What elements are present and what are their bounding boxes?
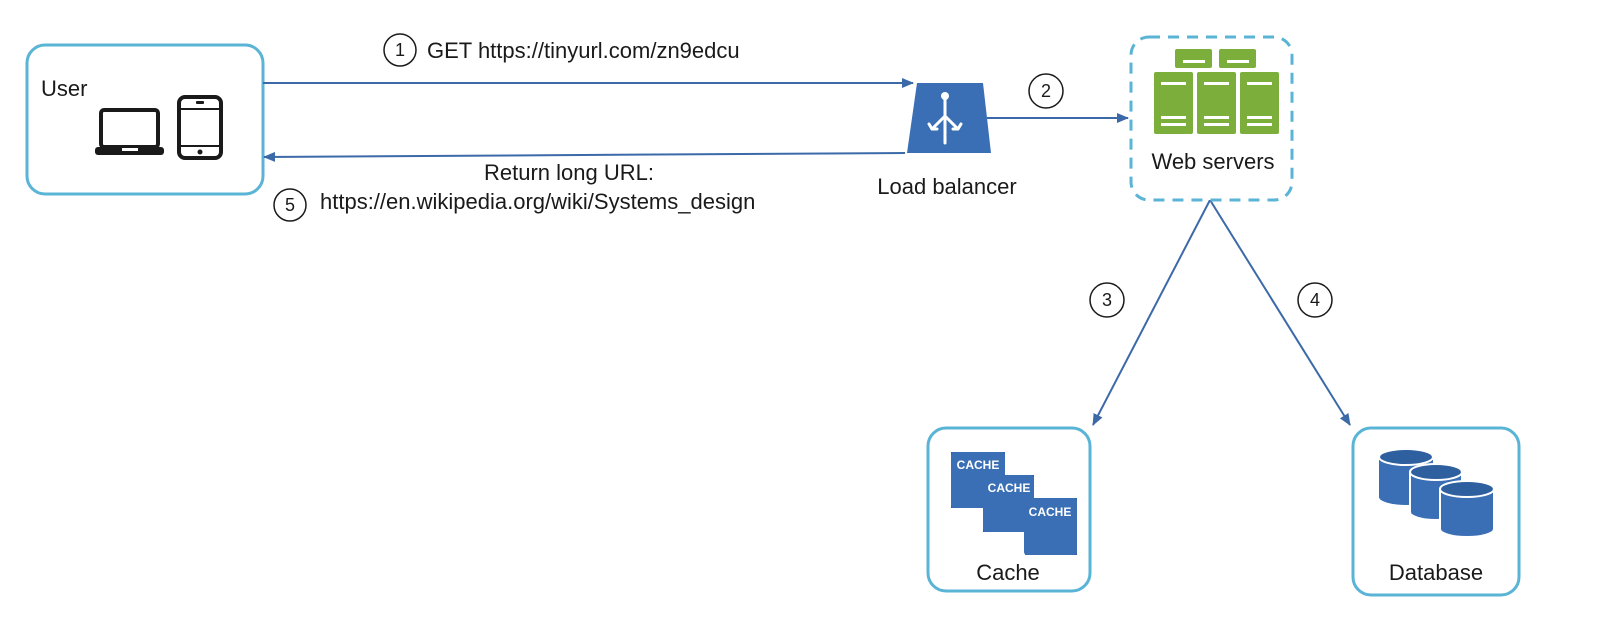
database-node: Database bbox=[1351, 426, 1521, 597]
load-balancer-label: Load balancer bbox=[877, 174, 1016, 199]
step-5-number: 5 bbox=[285, 195, 295, 215]
laptop-icon bbox=[95, 108, 164, 155]
step-4-number: 4 bbox=[1310, 290, 1320, 310]
database-icon bbox=[1378, 448, 1495, 538]
cache-label: Cache bbox=[976, 560, 1040, 585]
server-rack-icon bbox=[1154, 49, 1279, 134]
user-label: User bbox=[41, 76, 87, 101]
step-1-circle bbox=[383, 33, 417, 67]
step-4-circle bbox=[1297, 282, 1333, 318]
step-3-circle bbox=[1089, 282, 1125, 318]
web-servers-label: Web servers bbox=[1151, 149, 1274, 174]
arrow-web-to-database bbox=[1209, 199, 1351, 426]
step-3: 3 bbox=[1089, 282, 1125, 318]
step-2-number: 2 bbox=[1041, 81, 1051, 101]
step-5: Return long URL: 5 https://en.wikipedia.… bbox=[273, 160, 755, 222]
arrow-response bbox=[263, 151, 906, 162]
step-3-number: 3 bbox=[1102, 290, 1112, 310]
step-1: 1 GET https://tinyurl.com/zn9edcu bbox=[383, 33, 740, 67]
step-5-text-line2: https://en.wikipedia.org/wiki/Systems_de… bbox=[320, 189, 755, 214]
cache-icon: CACHE CACHE CACHE bbox=[951, 452, 1077, 555]
step-4: 4 bbox=[1297, 282, 1333, 318]
load-balancer-icon bbox=[907, 83, 991, 153]
step-1-text: GET https://tinyurl.com/zn9edcu bbox=[427, 38, 740, 63]
arrow-web-to-cache bbox=[1092, 199, 1211, 426]
database-label: Database bbox=[1389, 560, 1483, 585]
tablet-icon bbox=[177, 95, 223, 160]
user-node: User bbox=[25, 43, 265, 196]
cache-icon-text-1: CACHE bbox=[957, 458, 1000, 472]
step-5-circle bbox=[273, 188, 307, 222]
cache-node: CACHE CACHE CACHE Cache bbox=[926, 426, 1092, 593]
step-2: 2 bbox=[1028, 73, 1064, 109]
user-box bbox=[25, 43, 265, 196]
step-2-circle bbox=[1028, 73, 1064, 109]
load-balancer-node: Load balancer bbox=[877, 83, 1017, 199]
cache-icon-text-2: CACHE bbox=[988, 481, 1031, 495]
step-5-text-line1: Return long URL: bbox=[484, 160, 654, 185]
step-1-number: 1 bbox=[395, 40, 405, 60]
web-servers-node: Web servers bbox=[1129, 35, 1294, 202]
cache-icon-text-3: CACHE bbox=[1029, 505, 1072, 519]
